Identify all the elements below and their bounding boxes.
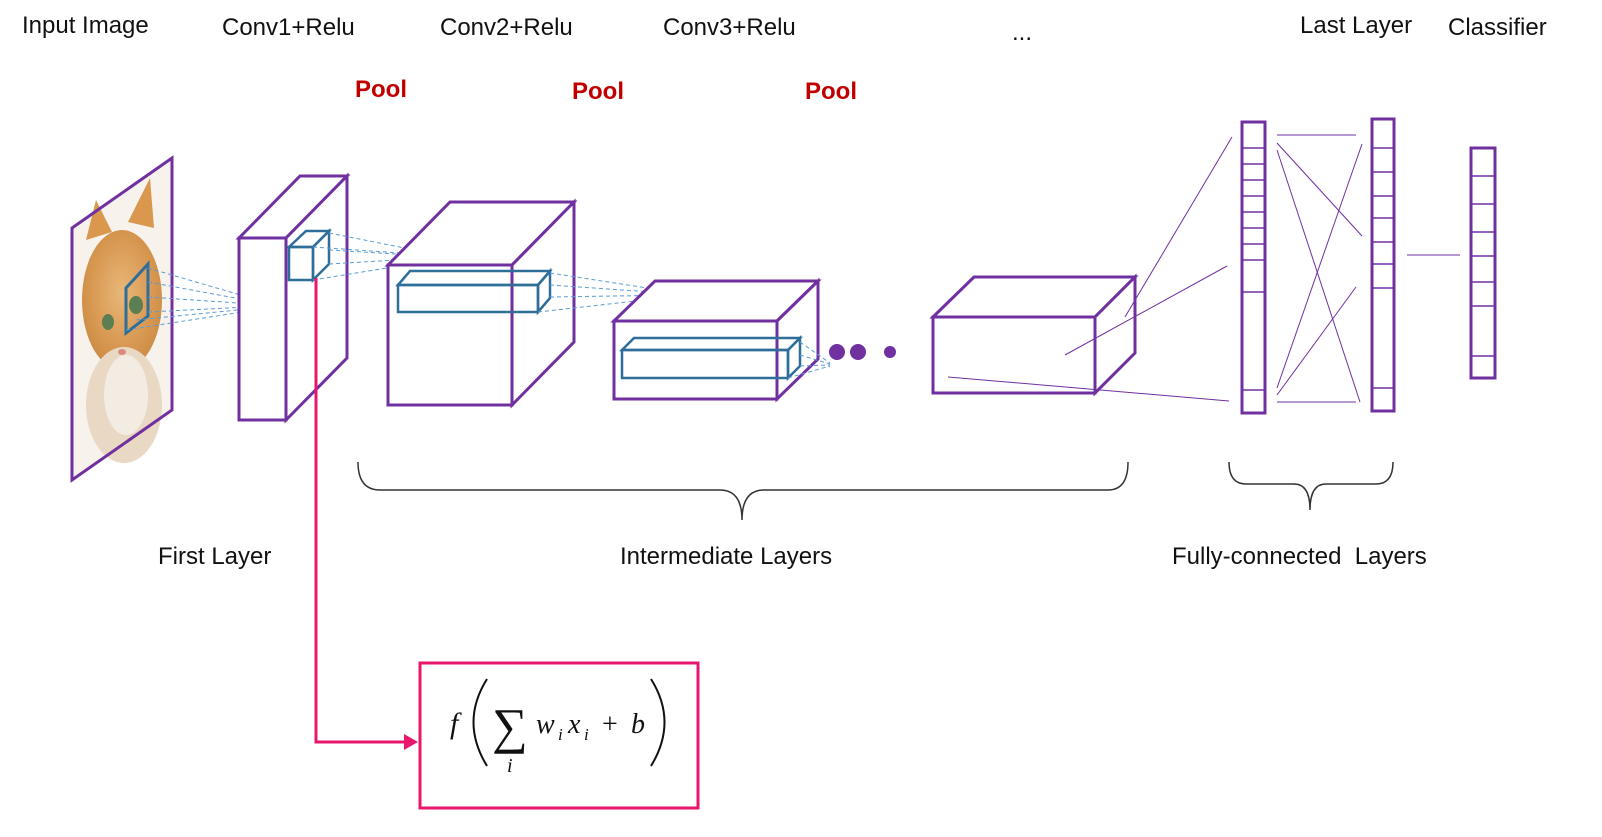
label-conv2: Conv2+Relu [440,14,573,41]
fc-layer-1 [1240,120,1267,415]
label-ellipsis: ... [1012,19,1032,46]
conv3-feature-map [610,277,822,403]
label-last-layer: Last Layer [1300,12,1412,39]
formula-weight-index: i [558,725,563,744]
brace-intermediate [357,461,1129,521]
formula-bias: b [631,709,645,740]
kitten-photo [82,178,162,463]
arrow-right-icon [314,278,418,750]
formula-input-index: i [584,725,589,744]
label-conv3: Conv3+Relu [663,14,796,41]
image-frame [70,155,174,483]
conv2-kernel [395,267,553,316]
formula-plus: + [602,709,618,740]
conv2-feature-map [384,198,578,409]
three-dots-icon [829,344,896,360]
label-first-layer: First Layer [158,543,271,570]
label-fully-connected-layers: Fully-connected Layers [1172,543,1427,570]
conv1-feature-map [235,172,351,424]
label-intermediate-layers: Intermediate Layers [620,543,832,570]
pool-label-1: Pool [355,76,407,103]
receptive-field-window [124,260,150,337]
label-classifier: Classifier [1448,14,1547,41]
classifier-layer [1469,146,1497,380]
formula-sum-index: i [507,755,513,777]
pool-label-3: Pool [805,78,857,105]
final-conv-block [929,273,1139,397]
input-image [70,155,174,483]
label-input-image: Input Image [22,12,149,39]
brace-fully-connected [1228,461,1394,511]
formula-input: x [567,709,581,740]
formula-sum: ∑ [492,698,528,754]
neuron-formula-box: f ∑ i w i x i + b [418,661,700,810]
fc-connections [947,134,1460,403]
projection-lines-conv3 [787,341,831,379]
formula-left-paren [472,678,488,767]
formula-right-paren [650,678,666,767]
formula-weight: w [536,709,555,740]
pool-label-2: Pool [572,78,624,105]
fc-last-layer [1370,117,1396,413]
label-conv1: Conv1+Relu [222,14,355,41]
